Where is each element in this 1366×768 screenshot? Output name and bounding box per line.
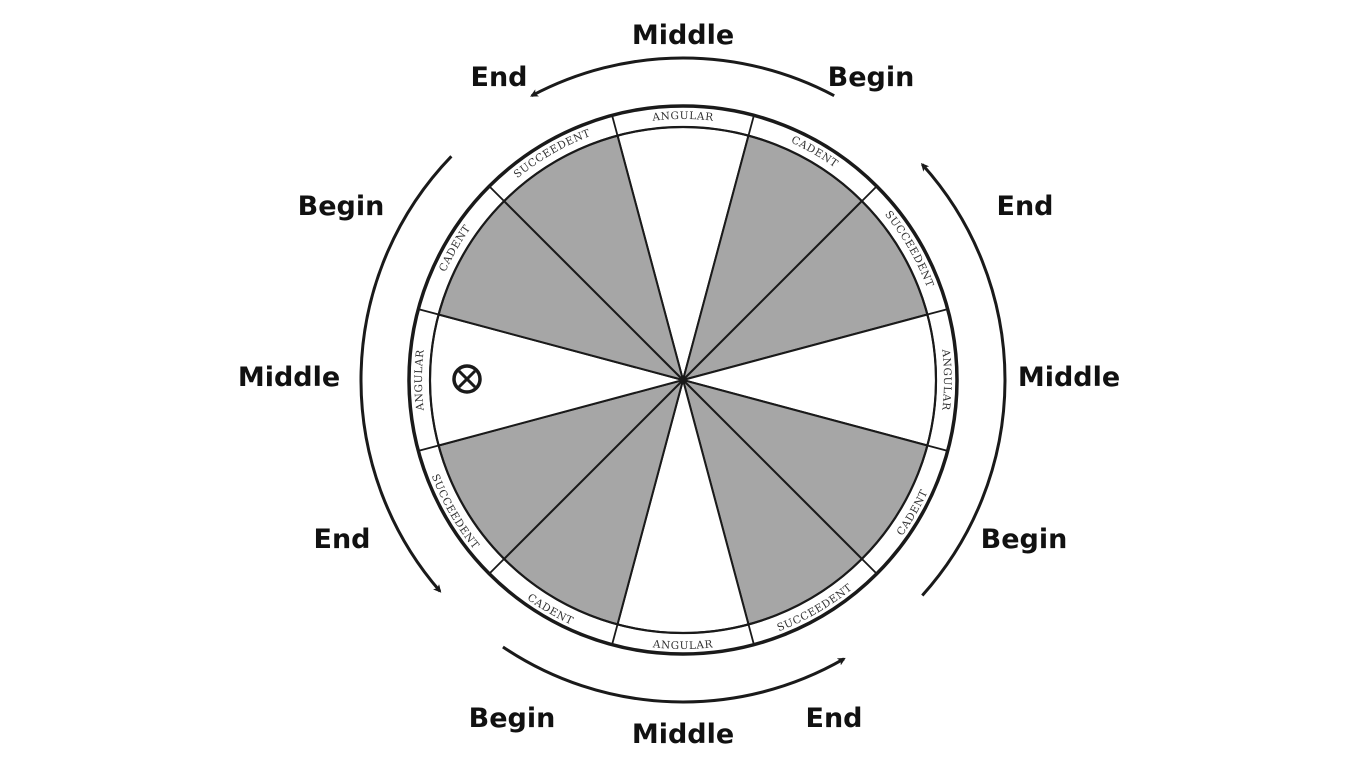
left-begin-label: Begin — [297, 191, 385, 222]
ring-divider — [927, 308, 948, 316]
right-phase-arrow — [920, 163, 1007, 597]
phase-arrows — [359, 56, 1007, 704]
left-phase-arrow — [359, 155, 453, 593]
top-middle-label: Middle — [631, 20, 735, 51]
outer-ring-edge — [407, 104, 959, 656]
right-middle-label: Middle — [1017, 362, 1121, 393]
centre-point — [680, 377, 686, 383]
house-type-label: ANGULAR — [651, 110, 715, 124]
left-middle-label: Middle — [237, 362, 341, 393]
ring-divider — [611, 115, 619, 136]
house-type-label: ANGULAR — [651, 638, 714, 652]
rings-layer — [407, 104, 959, 656]
ring-divider — [927, 444, 948, 452]
bottom-end-label: End — [805, 703, 863, 734]
ring-divider — [418, 444, 439, 452]
top-end-label: End — [470, 62, 528, 93]
ring-divider — [747, 115, 755, 136]
bottom-middle-label: Middle — [631, 719, 735, 750]
right-end-label: End — [996, 191, 1054, 222]
right-begin-label: Begin — [980, 524, 1068, 555]
ring-divider — [488, 558, 505, 575]
ring-divider — [488, 185, 505, 202]
house-type-label: ANGULAR — [413, 348, 427, 412]
bottom-phase-arrow — [502, 645, 846, 704]
inner-ring-edge — [428, 125, 938, 635]
ring-divider — [747, 624, 755, 645]
bottom-begin-label: Begin — [468, 703, 556, 734]
left-end-label: End — [313, 524, 371, 555]
ring-divider — [861, 185, 878, 202]
top-begin-label: Begin — [827, 62, 915, 93]
house-type-label: ANGULAR — [939, 348, 953, 412]
ring-divider — [611, 624, 619, 645]
circled-x-icon — [452, 364, 482, 394]
ring-divider — [861, 558, 878, 575]
top-phase-arrow — [530, 56, 835, 98]
ring-divider — [418, 308, 439, 316]
